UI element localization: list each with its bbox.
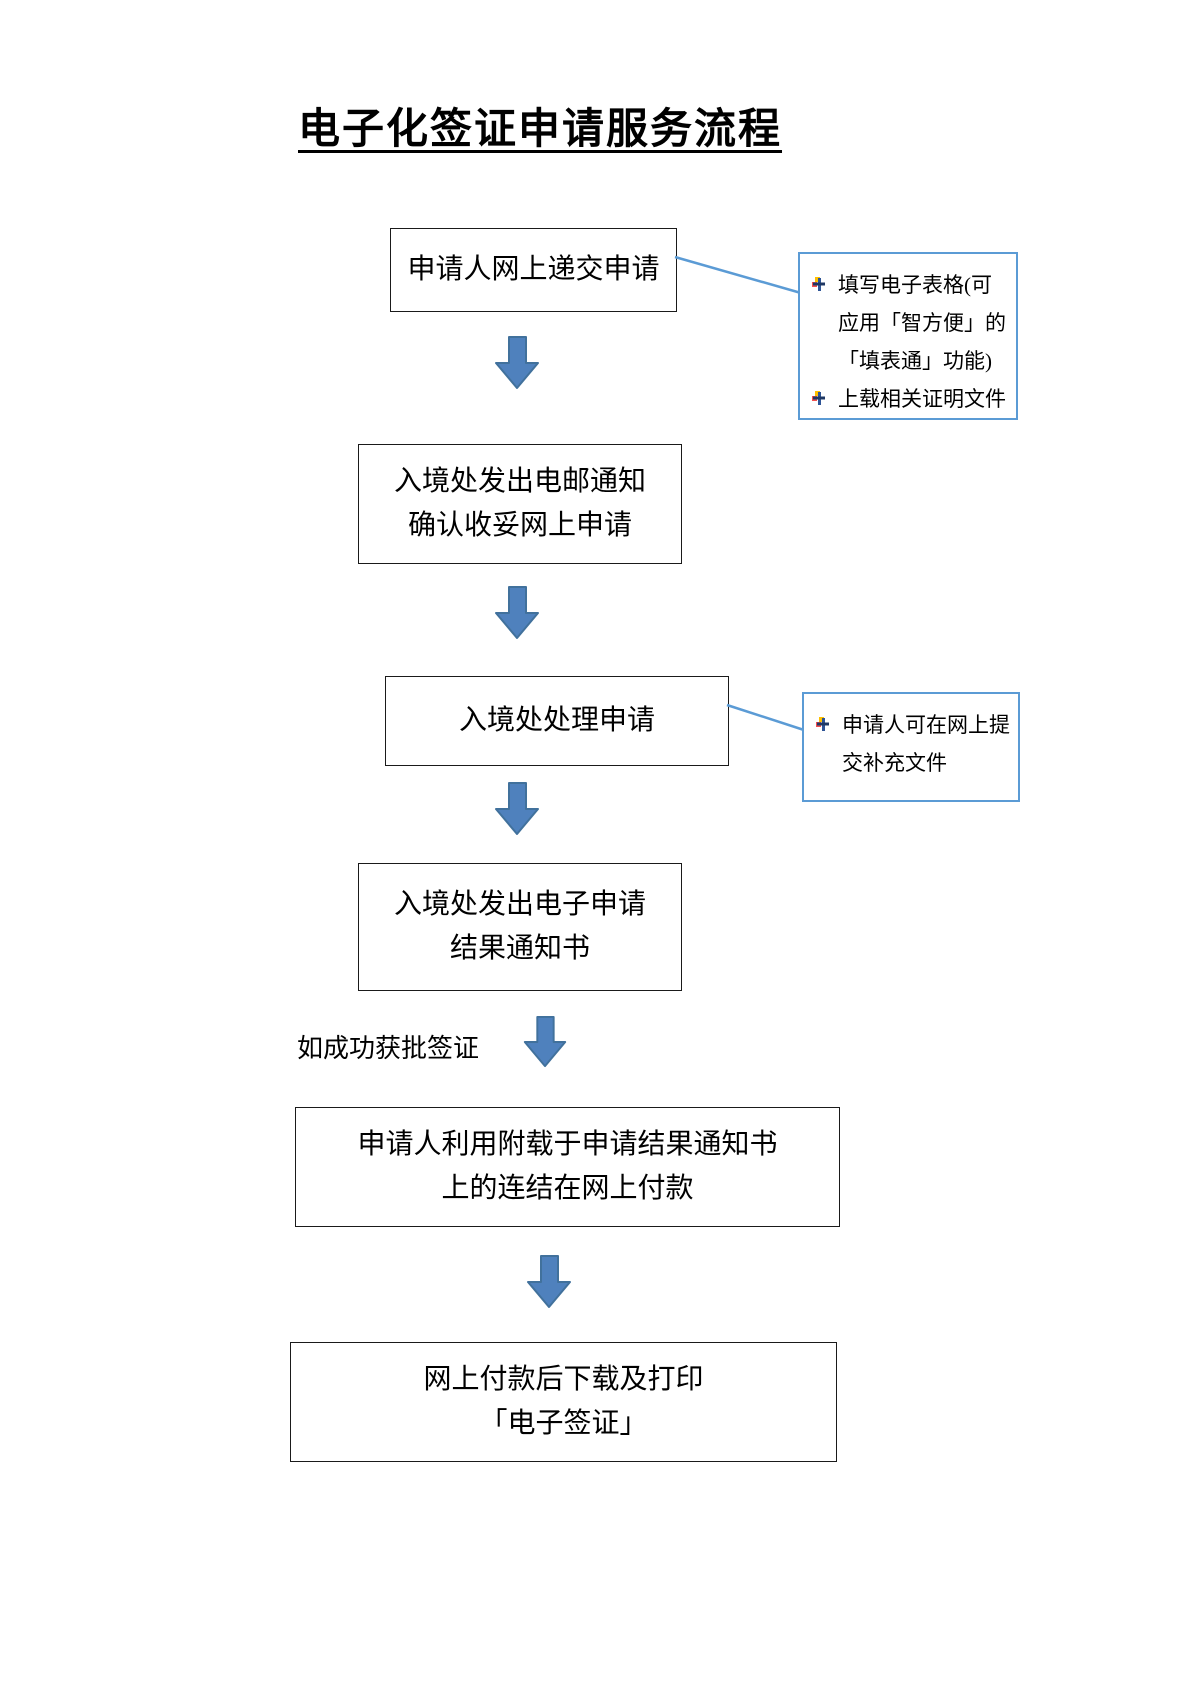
connector-line-1 [674,255,802,295]
callout-item: 申请人可在网上提交补充文件 [816,706,1014,782]
callout-text: 填写电子表格(可应用「智方便」的「填表通」功能) [838,273,1006,373]
flow-step-online-payment: 申请人利用附载于申请结果通知书 上的连结在网上付款 [295,1107,840,1227]
flow-step-result-notification: 入境处发出电子申请 结果通知书 [358,863,682,991]
flow-step-text: 「电子签证」 [479,1408,648,1439]
down-arrow-icon [495,586,539,639]
flow-step-processing: 入境处处理申请 [385,676,729,766]
flow-step-text: 申请人利用附载于申请结果通知书 [357,1129,778,1160]
callout-text: 上载相关证明文件 [838,387,1006,411]
down-arrow-icon [495,336,539,389]
down-arrow-icon [523,1016,567,1068]
branch-label-visa-approved: 如成功获批签证 [297,1034,480,1063]
flow-step-submit-application: 申请人网上递交申请 [390,228,677,312]
down-arrow-icon [527,1255,571,1308]
colored-bullet-icon [816,717,829,731]
colored-bullet-icon [812,391,825,405]
callout-item: 上载相关证明文件 [812,380,1012,418]
callout-item: 填写电子表格(可应用「智方便」的「填表通」功能) [812,266,1012,380]
flow-step-text: 入境处发出电邮通知 [393,466,646,497]
flow-step-email-acknowledgement: 入境处发出电邮通知 确认收妥网上申请 [358,444,682,564]
flow-step-text: 入境处发出电子申请 [393,889,646,920]
page-title: 电子化签证申请服务流程 [298,107,783,153]
flow-step-text: 结果通知书 [449,933,590,964]
down-arrow-icon [495,782,539,835]
flow-step-text: 上的连结在网上付款 [441,1173,694,1204]
callout-text: 申请人可在网上提交补充文件 [842,713,1010,775]
connector-line-2 [726,703,805,732]
callout-supplementary-documents: 申请人可在网上提交补充文件 [802,692,1020,802]
flow-step-text: 申请人网上递交申请 [407,254,660,285]
flow-step-text: 确认收妥网上申请 [407,510,632,541]
flow-step-download-print-evisa: 网上付款后下载及打印 「电子签证」 [290,1342,837,1462]
colored-bullet-icon [812,277,825,291]
flow-step-text: 入境处处理申请 [458,705,655,736]
flow-step-text: 网上付款后下载及打印 [423,1364,704,1395]
callout-online-form-notes: 填写电子表格(可应用「智方便」的「填表通」功能) 上载相关证明文件 [798,252,1018,420]
